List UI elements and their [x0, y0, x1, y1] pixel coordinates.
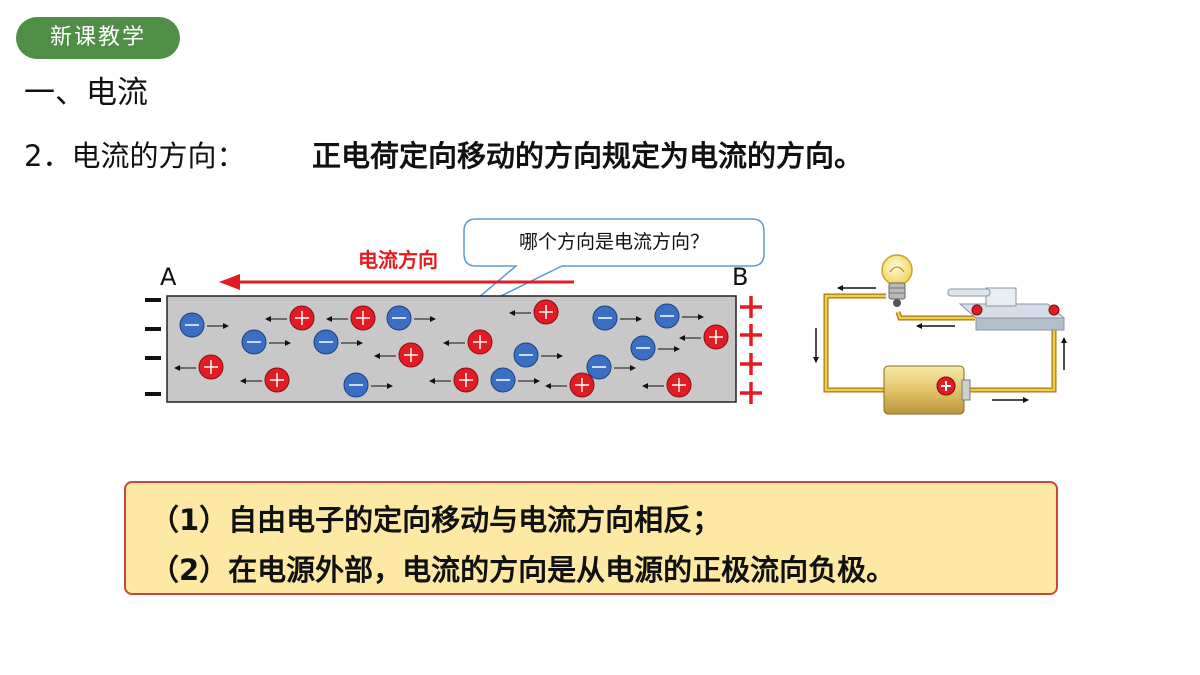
section-title: 一、电流 [24, 75, 148, 111]
circuit-current-arrows [813, 285, 1067, 403]
electron-icon [241, 329, 291, 355]
plus-icon [740, 353, 762, 375]
minus-icon [145, 298, 161, 302]
electron-icon [343, 372, 393, 398]
positive-charge-icon [374, 342, 424, 368]
circuit-wire [823, 293, 886, 393]
positive-charge-icon [265, 305, 315, 331]
current-direction-definition: 正电荷定向移动的方向规定为电流的方向。 [312, 139, 864, 173]
switch-icon [947, 287, 1066, 331]
section-badge: 新课教学 [16, 17, 180, 59]
plus-icon [740, 382, 762, 404]
electron-icon [654, 303, 704, 329]
electron-icon [386, 305, 436, 331]
end-label-b: B [732, 263, 748, 291]
positive-charge-icon [642, 372, 692, 398]
positive-end-markers [740, 296, 762, 404]
plus-icon [740, 296, 762, 318]
electron-icon [179, 312, 229, 338]
minus-icon [145, 356, 161, 360]
electron-icon [592, 305, 642, 331]
minus-icon [145, 327, 161, 331]
negative-end-markers [145, 298, 161, 396]
electron-icon [586, 354, 636, 380]
current-direction-label: 电流方向 [358, 248, 438, 272]
electron-icon [313, 329, 363, 355]
summary-box: （1）自由电子的定向移动与电流方向相反； （2）在电源外部，电流的方向是从电源的… [124, 481, 1058, 595]
plus-icon [740, 324, 762, 346]
current-direction-arrow: 电流方向 [219, 248, 574, 290]
positive-charge-icon [679, 324, 729, 350]
positive-charge-icon [240, 367, 290, 393]
positive-charge-icon [174, 354, 224, 380]
circuit-illustration [813, 254, 1067, 415]
electron-icon [630, 335, 680, 361]
current-direction-heading: 2．电流的方向： [24, 139, 246, 173]
summary-line-1: （1）自由电子的定向移动与电流方向相反； [150, 503, 722, 537]
positive-charge-icon [326, 305, 376, 331]
callout-text: 哪个方向是电流方向？ [519, 231, 709, 253]
summary-line-2: （2）在电源外部，电流的方向是从电源的正极流向负极。 [150, 553, 896, 587]
positive-charge-icon [443, 329, 493, 355]
minus-icon [145, 392, 161, 396]
battery-icon [883, 365, 971, 415]
positive-charge-icon [509, 299, 559, 325]
bulb-icon [881, 254, 913, 307]
positive-charge-icon [429, 367, 479, 393]
current-direction-diagram: 哪个方向是电流方向？ 电流方向 A B [145, 218, 1067, 415]
callout-bubble: 哪个方向是电流方向？ [451, 218, 765, 321]
positive-charge-icon [545, 372, 595, 398]
electron-icon [490, 367, 540, 393]
charges-layer [174, 299, 729, 398]
electron-icon [513, 342, 563, 368]
end-label-a: A [160, 263, 177, 291]
